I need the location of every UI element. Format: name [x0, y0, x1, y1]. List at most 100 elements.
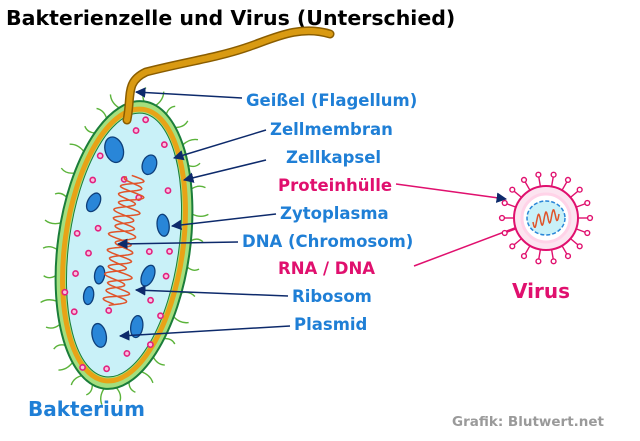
pilus [40, 299, 57, 304]
plasmid [82, 285, 95, 306]
pilus [53, 344, 66, 350]
virus-spike-tip [535, 171, 542, 178]
ribosome [162, 272, 170, 280]
pilus [85, 384, 93, 396]
pilus [115, 387, 122, 402]
label-membrane: Zellmembran [270, 120, 393, 139]
bacterium-labels: Geißel (Flagellum) Zellmembran Zellkapse… [116, 87, 417, 341]
virus-spike-tip [509, 243, 516, 250]
pilus [192, 213, 209, 217]
pilus [69, 143, 85, 152]
ribosome [79, 364, 86, 371]
plasmid [156, 213, 170, 237]
ribosome [103, 365, 111, 373]
arrow-membrane [172, 129, 267, 161]
pilus [188, 162, 201, 168]
label-capsule: Zellkapsel [286, 148, 381, 167]
virus-spike-tip [501, 229, 508, 237]
label-protein-coat: Proteinhülle [278, 176, 392, 195]
page-title: Bakterienzelle und Virus (Unterschied) [6, 6, 455, 30]
pilus [165, 105, 176, 115]
virus-spike-tip [564, 176, 572, 184]
pilus [141, 371, 154, 384]
pilus [164, 337, 176, 345]
pilus [42, 246, 58, 251]
virus-spike-tip [501, 199, 508, 207]
plasmid [141, 154, 158, 176]
pilus [84, 125, 95, 134]
plasmid [93, 265, 106, 285]
ribosome [73, 229, 81, 237]
ribosome [85, 249, 92, 257]
pilus [109, 94, 120, 109]
virus-spike-tip [520, 253, 528, 260]
label-ribosome: Ribosom [292, 287, 372, 306]
label-cytoplasm: Zytoplasma [280, 204, 389, 223]
ribosome [61, 288, 69, 296]
arrow-ribosome [134, 285, 289, 297]
label-flagellum: Geißel (Flagellum) [246, 91, 417, 110]
virus-rna [532, 208, 560, 229]
bacterium-label: Bakterium [28, 397, 145, 421]
plasmids [82, 136, 170, 348]
virus-spike-tip [576, 186, 583, 193]
plasmid [85, 192, 102, 213]
virus-spike-tip [535, 258, 542, 265]
ribosome [164, 187, 172, 194]
pilus [175, 120, 189, 129]
virus-spike-tip [586, 214, 594, 222]
plasmid [91, 322, 108, 348]
pilus [173, 316, 189, 324]
pilus [128, 382, 136, 393]
virus-spike-tip [584, 199, 591, 207]
pilus [190, 238, 204, 243]
pilus [182, 138, 199, 146]
pilus [54, 192, 68, 198]
ribosome [146, 341, 154, 349]
ribosome [72, 270, 79, 277]
ribosome [142, 116, 150, 124]
pilus [152, 356, 165, 366]
virus-spike-tip [520, 176, 528, 184]
arrow-dna [116, 238, 239, 250]
pilus [58, 362, 74, 371]
ribosome [94, 224, 102, 232]
pilus [70, 375, 82, 386]
ribosome [132, 127, 140, 134]
ribosome [96, 152, 104, 160]
cell-membrane [60, 106, 188, 384]
label-rna-dna: RNA / DNA [278, 259, 375, 278]
flagellum-core [124, 27, 333, 123]
ribosome [166, 248, 173, 255]
virus-envelope [526, 200, 566, 236]
virus-spike-tip [584, 229, 591, 237]
arrow-protein-coat [395, 183, 508, 203]
pilus [45, 323, 61, 329]
pilus [186, 266, 200, 271]
virus-label: Virus [512, 279, 570, 303]
pilus [96, 107, 108, 119]
arrow-cytoplasm [170, 213, 277, 231]
virus-spike-tip [564, 253, 572, 260]
virus-spike-tip [550, 258, 557, 265]
ribosome [89, 176, 97, 184]
ribosome [145, 248, 153, 255]
credit-text: Grafik: Blutwert.net [452, 414, 605, 430]
ribosome [147, 296, 154, 304]
arrow-capsule [182, 159, 267, 183]
arrow-plasmid [118, 325, 291, 341]
pilus [44, 219, 61, 225]
label-dna: DNA (Chromosom) [242, 232, 413, 251]
label-plasmid: Plasmid [294, 315, 367, 334]
virus [498, 171, 594, 265]
virus-spike-tip [509, 186, 516, 193]
ribosome [157, 312, 164, 320]
ribosomes [61, 116, 173, 373]
ribosome [123, 350, 131, 357]
ribosome [160, 141, 168, 149]
arrow-flagellum [134, 87, 243, 99]
pilus [191, 185, 206, 190]
ribosome [105, 307, 113, 314]
